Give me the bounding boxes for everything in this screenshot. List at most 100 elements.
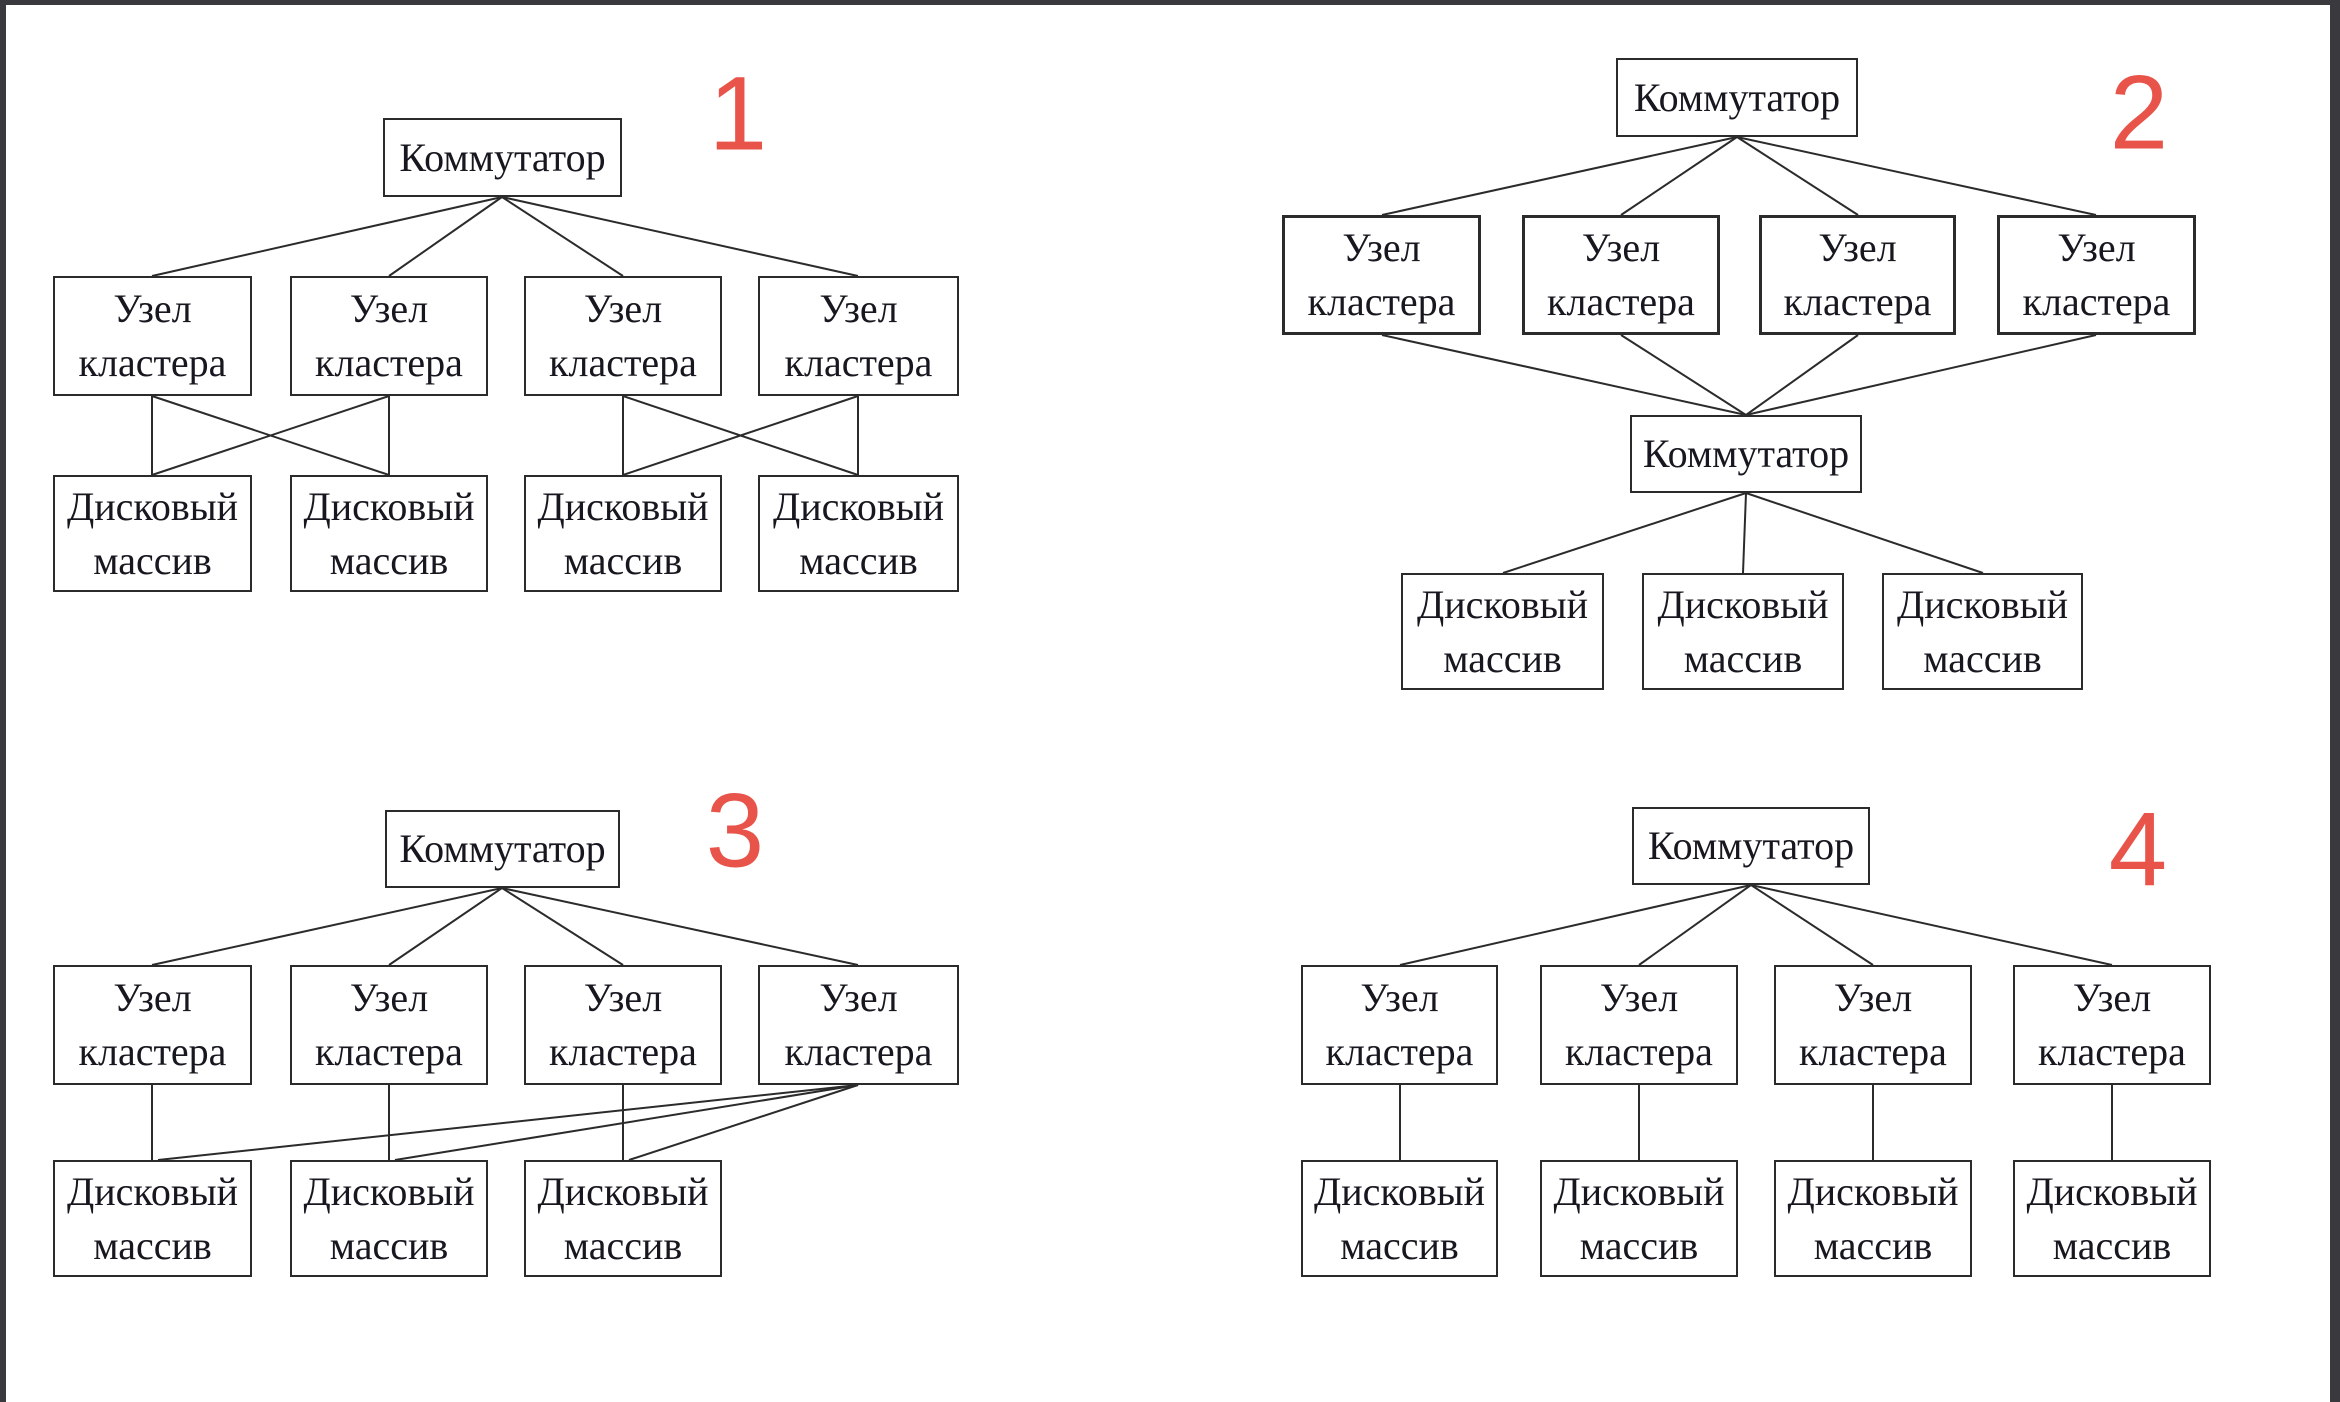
diagram-4-disk-box: Дисковый массив [1540, 1160, 1738, 1277]
diagram-3-connection-line [628, 1084, 859, 1161]
diagram-4-connection-line [1638, 884, 1752, 966]
disk-box-label: массив [1683, 635, 1803, 681]
diagram-3-disk-box: Дисковый массив [290, 1160, 488, 1277]
node-box-label: кластера [549, 340, 697, 385]
disk-box-label: массив [93, 537, 212, 583]
disk-box-label: Дисковый [1896, 581, 2068, 627]
diagram-1-node-box: Узел кластера [524, 276, 722, 396]
diagram-2-node-box: Узел кластера [1997, 215, 2196, 335]
diagram-4-node-box: Узел кластера [1774, 965, 1972, 1085]
disk-box-label: Дисковый [303, 1168, 475, 1214]
disk-box-label: массив [1579, 1222, 1699, 1268]
node-box-label: Узел [819, 286, 898, 331]
diagram-3-switch-box: Коммутатор [385, 810, 620, 888]
diagram-2-connection-line [1620, 334, 1747, 416]
disk-box-label: массив [1340, 1222, 1459, 1268]
node-box-label: Узел [583, 975, 663, 1020]
node-box-label: кластера [1799, 1029, 1947, 1074]
diagram-1-connection-line [151, 196, 503, 277]
node-box-label: Узел [349, 286, 429, 331]
diagram-1-disk-box: Дисковый массив [524, 475, 722, 592]
node-box-label: кластера [549, 1029, 697, 1074]
node-box-label: Узел [1818, 225, 1897, 270]
disk-box-label: массив [799, 537, 918, 583]
disk-box-label: Дисковый [1553, 1168, 1725, 1214]
diagram-3-connection-line [151, 887, 503, 966]
node-box-label: кластера [1307, 279, 1456, 324]
switch-box-label: Коммутатор [399, 134, 606, 180]
disk-box-label: массив [329, 1222, 449, 1268]
disk-box-label: массив [1923, 635, 2042, 681]
diagram-2-connection-line [1736, 136, 2097, 216]
disk-box-label: массив [329, 537, 449, 583]
disk-box-label: массив [1813, 1222, 1933, 1268]
switch-box-label: Коммутатор [1642, 431, 1850, 476]
diagram-1-connection-line [501, 196, 624, 277]
diagram-2-connection-line [1381, 334, 1747, 416]
node-box-label: кластера [2038, 1029, 2186, 1074]
node-box-label: кластера [1783, 279, 1932, 324]
diagram-3-connection-line [388, 887, 503, 966]
node-box-label: Узел [2057, 225, 2136, 270]
node-box-label: Узел [583, 286, 663, 331]
diagram-4-disk-box: Дисковый массив [1301, 1160, 1498, 1277]
diagram-3-node-box: Узел кластера [524, 965, 722, 1085]
node-box-label: Узел [1581, 225, 1661, 270]
node-box-label: Узел [1360, 975, 1439, 1020]
disk-box-label: массив [93, 1222, 212, 1268]
diagram-1-disk-box: Дисковый массив [290, 475, 488, 592]
disk-box-label: Дисковый [537, 483, 709, 529]
node-box-label: Узел [2072, 975, 2152, 1020]
disk-box-label: Дисковый [537, 1168, 709, 1214]
disk-box-label: массив [563, 537, 683, 583]
diagram-3-number-label: 3 [705, 772, 765, 890]
diagram-2-switch-box: Коммутатор [1630, 415, 1862, 493]
disk-box-label: Дисковый [1313, 1168, 1485, 1214]
diagram-1-connection-line [151, 395, 390, 476]
diagram-3-disk-box: Дисковый массив [53, 1160, 252, 1277]
diagram-2-disk-box: Дисковый массив [1642, 573, 1844, 690]
diagram-3-connection-line [157, 1084, 859, 1161]
disk-box-label: Дисковый [66, 1168, 238, 1214]
disk-box-label: Дисковый [303, 483, 475, 529]
node-box-label: кластера [1325, 1029, 1474, 1074]
node-box-label: Узел [113, 975, 192, 1020]
diagram-3-connection-line [501, 887, 624, 966]
diagram-4-node-box: Узел кластера [2013, 965, 2211, 1085]
diagram-2-connection-line [1745, 492, 1984, 574]
disk-box-label: массив [2052, 1222, 2172, 1268]
disk-box-label: Дисковый [1416, 581, 1588, 627]
diagram-4-connection-line [1750, 884, 1874, 966]
window-frame-right [2330, 0, 2340, 1402]
disk-box-label: Дисковый [1657, 581, 1829, 627]
diagram-4-number-label: 4 [2108, 791, 2168, 909]
diagram-4-node-box: Узел кластера [1301, 965, 1498, 1085]
diagram-1-connection-line [388, 196, 503, 277]
diagram-2-node-box: Узел кластера [1522, 215, 1720, 335]
switch-box-label: Коммутатор [1633, 74, 1841, 120]
diagram-1-switch-box: Коммутатор [383, 118, 622, 197]
diagram-2-switch-box: Коммутатор [1616, 58, 1858, 137]
diagram-2-disk-box: Дисковый массив [1882, 573, 2083, 690]
node-box-label: Узел [1833, 975, 1913, 1020]
node-box-label: кластера [1547, 279, 1695, 324]
diagram-1-number-label: 1 [708, 55, 768, 173]
node-box-label: кластера [784, 1029, 933, 1074]
diagram-2-connection-line [1745, 334, 1859, 416]
diagram-2-number-label: 2 [2109, 54, 2169, 172]
node-box-label: кластера [2022, 279, 2171, 324]
disk-box-label: Дисковый [772, 483, 944, 529]
window-frame-top [0, 0, 2340, 5]
node-box-label: Узел [113, 286, 192, 331]
diagram-4-switch-box: Коммутатор [1632, 807, 1870, 885]
